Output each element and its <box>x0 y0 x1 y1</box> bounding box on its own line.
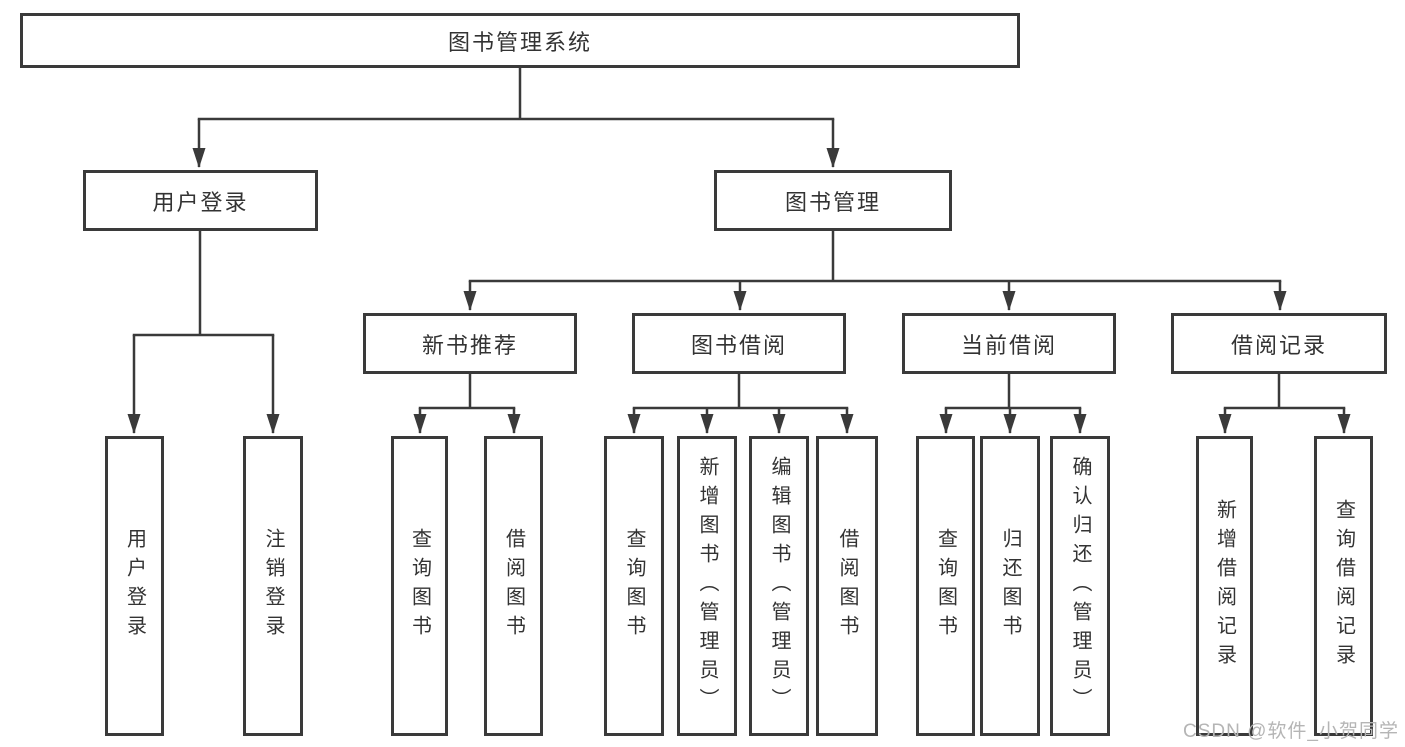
leaf-logout: 注销登录 <box>243 436 303 736</box>
leaf-add-book-admin: 新增图书（管理员） <box>677 436 737 736</box>
node-user-login-label: 用户登录 <box>152 189 249 215</box>
leaf-user-login-label: 用户登录 <box>123 528 146 644</box>
node-root: 图书管理系统 <box>20 13 1020 68</box>
leaf-query-books-borrow: 查询图书 <box>604 436 664 736</box>
node-book-borrow-label: 图书借阅 <box>690 332 787 358</box>
leaf-confirm-return-admin-label: 确认归还（管理员） <box>1069 455 1091 717</box>
leaf-query-books-current: 查询图书 <box>916 436 975 736</box>
leaf-borrow-books: 借阅图书 <box>816 436 878 736</box>
leaf-edit-book-admin-label: 编辑图书（管理员） <box>768 455 790 717</box>
leaf-query-books-recommend-label: 查询图书 <box>408 528 431 644</box>
leaf-borrow-books-recommend: 借阅图书 <box>484 436 543 736</box>
leaf-query-books-borrow-label: 查询图书 <box>623 528 645 644</box>
node-borrow-record-label: 借阅记录 <box>1230 332 1327 358</box>
node-new-book-label: 新书推荐 <box>421 332 518 358</box>
leaf-return-book: 归还图书 <box>980 436 1040 736</box>
leaf-query-books-current-label: 查询图书 <box>934 528 957 644</box>
leaf-user-login: 用户登录 <box>105 436 164 736</box>
leaf-add-borrow-record-label: 新增借阅记录 <box>1213 499 1236 673</box>
leaf-query-books-recommend: 查询图书 <box>391 436 448 736</box>
leaf-confirm-return-admin: 确认归还（管理员） <box>1050 436 1110 736</box>
node-current-borrowing: 当前借阅 <box>902 313 1116 374</box>
node-book-borrowing: 图书借阅 <box>632 313 846 374</box>
leaf-query-borrow-record: 查询借阅记录 <box>1314 436 1373 736</box>
node-user-login: 用户登录 <box>83 170 318 231</box>
node-borrowing-records: 借阅记录 <box>1171 313 1387 374</box>
node-book-management: 图书管理 <box>714 170 952 231</box>
node-root-label: 图书管理系统 <box>447 29 592 55</box>
leaf-edit-book-admin: 编辑图书（管理员） <box>749 436 809 736</box>
node-new-book-recommendation: 新书推荐 <box>363 313 577 374</box>
leaf-borrow-books-label: 借阅图书 <box>836 528 858 644</box>
node-current-borrow-label: 当前借阅 <box>960 332 1057 358</box>
node-book-management-label: 图书管理 <box>784 189 881 215</box>
leaf-add-book-admin-label: 新增图书（管理员） <box>696 455 718 717</box>
csdn-watermark: CSDN @软件_小贺同学 <box>1183 721 1399 742</box>
leaf-logout-label: 注销登录 <box>262 528 284 644</box>
leaf-add-borrow-record: 新增借阅记录 <box>1196 436 1253 736</box>
leaf-borrow-books-recommend-label: 借阅图书 <box>502 528 525 644</box>
leaf-query-borrow-record-label: 查询借阅记录 <box>1332 499 1355 673</box>
leaf-return-book-label: 归还图书 <box>999 528 1021 644</box>
